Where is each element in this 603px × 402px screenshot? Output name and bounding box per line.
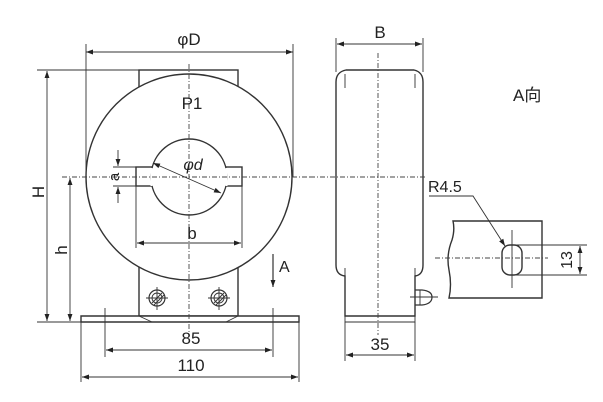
detail-view: A向 13 R4.5 (428, 86, 587, 299)
base-plate (80, 315, 300, 323)
center-height-label: h (52, 245, 71, 254)
detail-plate (447, 220, 543, 299)
screw-icon (410, 289, 438, 306)
side-base (344, 315, 416, 323)
base-depth-label: 35 (371, 335, 390, 354)
screw-icon (208, 287, 230, 310)
outer-diameter-label: φD (177, 30, 200, 49)
detail-title: A向 (513, 86, 541, 105)
side-body (335, 69, 424, 317)
base-width-label: 110 (177, 356, 204, 375)
height-label: H (29, 186, 48, 198)
depth-label: B (374, 23, 385, 42)
inner-diameter-label: φd (183, 157, 203, 174)
radius-label: R4.5 (428, 179, 462, 196)
mount-spacing-label: 85 (182, 329, 201, 348)
side-view: B 35 (310, 23, 438, 361)
slot-height-label: a (106, 172, 123, 181)
slot-length-label: 13 (559, 251, 576, 269)
slot-width-label: b (187, 224, 196, 243)
screw-icon (146, 287, 168, 310)
terminal-label: P1 (182, 94, 203, 113)
view-arrow-label: A (279, 259, 290, 276)
front-view: φD H h a φd b P1 A 85 110 (29, 30, 310, 382)
